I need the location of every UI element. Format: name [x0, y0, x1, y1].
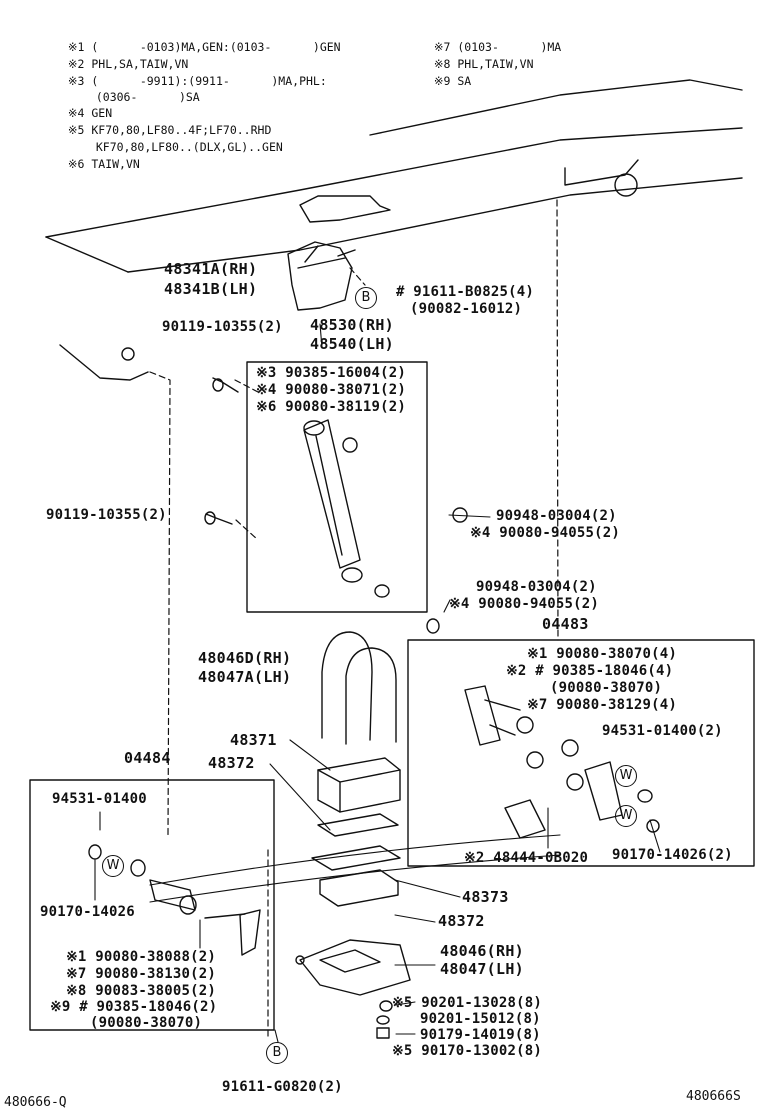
part-label-90080-94055-a[interactable]: ※4 90080-94055(2)	[470, 525, 620, 541]
part-label-90080-38119[interactable]: ※6 90080-38119(2)	[256, 399, 406, 415]
part-label-91611-G0820[interactable]: 91611-G0820(2)	[222, 1079, 343, 1095]
part-label-48530[interactable]: 48530(RH)	[310, 316, 394, 334]
part-label-90201-15012[interactable]: 90201-15012(8)	[420, 1011, 541, 1027]
shock-absorber	[303, 419, 390, 598]
part-label-90080-38070-alt[interactable]: (90080-38070)	[550, 680, 663, 696]
part-label-90170-13002[interactable]: ※5 90170-13002(8)	[392, 1043, 542, 1059]
part-label-90201-13028[interactable]: ※5 90201-13028(8)	[392, 995, 542, 1011]
part-label-48047[interactable]: 48047(LH)	[440, 960, 524, 978]
part-label-90082-16012[interactable]: (90082-16012)	[410, 301, 523, 317]
diagram-id-right: 480666S	[686, 1089, 741, 1104]
part-label-90385-18046-l[interactable]: ※9 # 90385-18046(2)	[50, 999, 218, 1015]
bracket-48341	[287, 241, 356, 311]
note-1: ※1 ( -0103)MA,GEN:(0103- )GEN	[67, 39, 341, 54]
part-label-90080-38130[interactable]: ※7 90080-38130(2)	[66, 966, 216, 982]
part-label-48372-upper[interactable]: 48372	[208, 754, 255, 772]
note-2: ※2 PHL,SA,TAIW,VN	[67, 56, 189, 71]
washer-w-circle-3: W	[102, 855, 124, 877]
part-label-90080-94055-b[interactable]: ※4 90080-94055(2)	[449, 596, 599, 612]
part-label-48372-lower[interactable]: 48372	[438, 912, 485, 930]
reference-b-circle: B	[355, 287, 377, 309]
part-label-90170-14026-r[interactable]: 90170-14026(2)	[612, 847, 733, 863]
spring-seat-48371	[317, 757, 401, 813]
part-label-48046D[interactable]: 48046D(RH)	[198, 649, 292, 667]
note-4: ※4 GEN	[67, 105, 113, 120]
frame-rail	[45, 79, 743, 381]
part-label-90080-38070[interactable]: ※1 90080-38070(4)	[527, 646, 677, 662]
bolt-90119	[204, 377, 239, 525]
dashed-leaders	[149, 199, 559, 1041]
washer-w-circle-1: W	[615, 765, 637, 787]
leaf-spring	[149, 834, 561, 903]
part-label-90080-38129[interactable]: ※7 90080-38129(4)	[527, 697, 677, 713]
bracket-parts	[88, 844, 261, 956]
plate-48373	[311, 845, 401, 871]
u-bolt-48046D	[321, 631, 397, 745]
kit-label-04483[interactable]: 04483	[542, 615, 589, 633]
part-label-90385-16004[interactable]: ※3 90385-16004(2)	[256, 365, 406, 381]
part-label-90119-10355-top[interactable]: 90119-10355(2)	[162, 319, 283, 335]
part-label-90170-14026-l[interactable]: 90170-14026	[40, 904, 135, 920]
part-label-90948-03004-b[interactable]: 90948-03004(2)	[476, 579, 597, 595]
washer-w-circle-2: W	[615, 805, 637, 827]
part-label-90179-14019[interactable]: 90179-14019(8)	[420, 1027, 541, 1043]
plate-48372-lower	[319, 869, 399, 907]
part-label-48341A[interactable]: 48341A(RH)	[164, 260, 258, 278]
part-label-94531-01400-l[interactable]: 94531-01400	[52, 791, 147, 807]
part-label-48341B[interactable]: 48341B(LH)	[164, 280, 258, 298]
note-5: ※5 KF70,80,LF80..4F;LF70..RHD	[67, 122, 272, 137]
part-label-90948-03004-a[interactable]: 90948-03004(2)	[496, 508, 617, 524]
spring-seat-48046	[295, 939, 411, 996]
part-label-48046[interactable]: 48046(RH)	[440, 942, 524, 960]
note-3: ※3 ( -9911):(9911- )MA,PHL:	[67, 73, 327, 88]
part-label-91611-B0825[interactable]: # 91611-B0825(4)	[396, 284, 535, 300]
part-label-90083-38005[interactable]: ※8 90083-38005(2)	[66, 983, 216, 999]
plate-48372	[317, 813, 399, 837]
fasteners-bottom	[376, 1000, 393, 1039]
shock-absorber-box	[246, 361, 428, 613]
part-label-90080-38071[interactable]: ※4 90080-38071(2)	[256, 382, 406, 398]
part-label-90080-38070-l[interactable]: (90080-38070)	[90, 1015, 203, 1031]
part-label-90080-38088[interactable]: ※1 90080-38088(2)	[66, 949, 216, 965]
nut-90948	[426, 507, 468, 634]
note-3-cont: (0306- )SA	[95, 89, 200, 104]
shackle-kit-box	[407, 639, 755, 867]
part-label-90119-10355-mid[interactable]: 90119-10355(2)	[46, 507, 167, 523]
note-7: ※7 (0103- )MA	[433, 39, 562, 54]
leader-lines	[94, 323, 661, 1043]
part-label-90385-18046-r[interactable]: ※2 # 90385-18046(4)	[506, 663, 674, 679]
part-label-48047A[interactable]: 48047A(LH)	[198, 668, 292, 686]
note-9: ※9 SA	[433, 73, 472, 88]
note-6: ※6 TAIW,VN	[67, 156, 140, 171]
part-label-48373[interactable]: 48373	[462, 888, 509, 906]
note-8: ※8 PHL,TAIW,VN	[433, 56, 534, 71]
diagram-id-left: 480666-Q	[4, 1095, 67, 1110]
part-label-48444-0B020[interactable]: ※2 48444-0B020	[464, 850, 589, 866]
reference-b-circle-bottom: B	[266, 1042, 288, 1064]
part-label-94531-01400-r[interactable]: 94531-01400(2)	[602, 723, 723, 739]
bracket-kit-box	[29, 779, 275, 1031]
part-label-48540[interactable]: 48540(LH)	[310, 335, 394, 353]
part-label-48371[interactable]: 48371	[230, 731, 277, 749]
kit-label-04484[interactable]: 04484	[124, 749, 171, 767]
note-5-cont: KF70,80,LF80..(DLX,GL)..GEN	[95, 139, 283, 154]
